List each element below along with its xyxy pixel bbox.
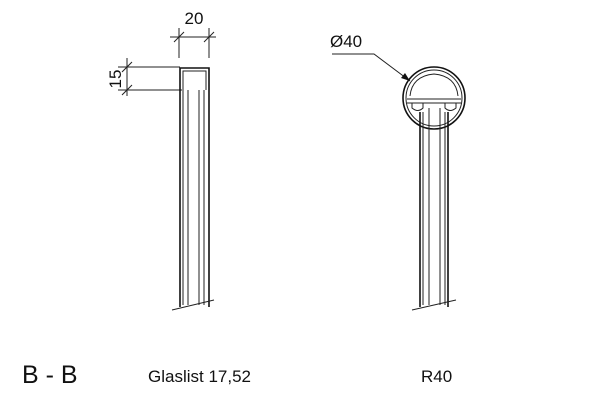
diameter-label: Ø40 — [330, 32, 362, 51]
height-dimension-label: 15 — [106, 70, 125, 89]
r40-profile: Ø40 — [330, 32, 466, 311]
section-label: B - B — [22, 361, 78, 389]
diameter-dimension: Ø40 — [330, 32, 411, 82]
height-dimension: 15 — [106, 58, 182, 96]
width-dimension: 20 — [170, 9, 216, 58]
width-dimension-label: 20 — [185, 9, 204, 28]
glaslist-profile: 20 15 — [106, 9, 216, 311]
glaslist-caption: Glaslist 17,52 — [148, 367, 251, 386]
r40-caption: R40 — [421, 367, 452, 386]
